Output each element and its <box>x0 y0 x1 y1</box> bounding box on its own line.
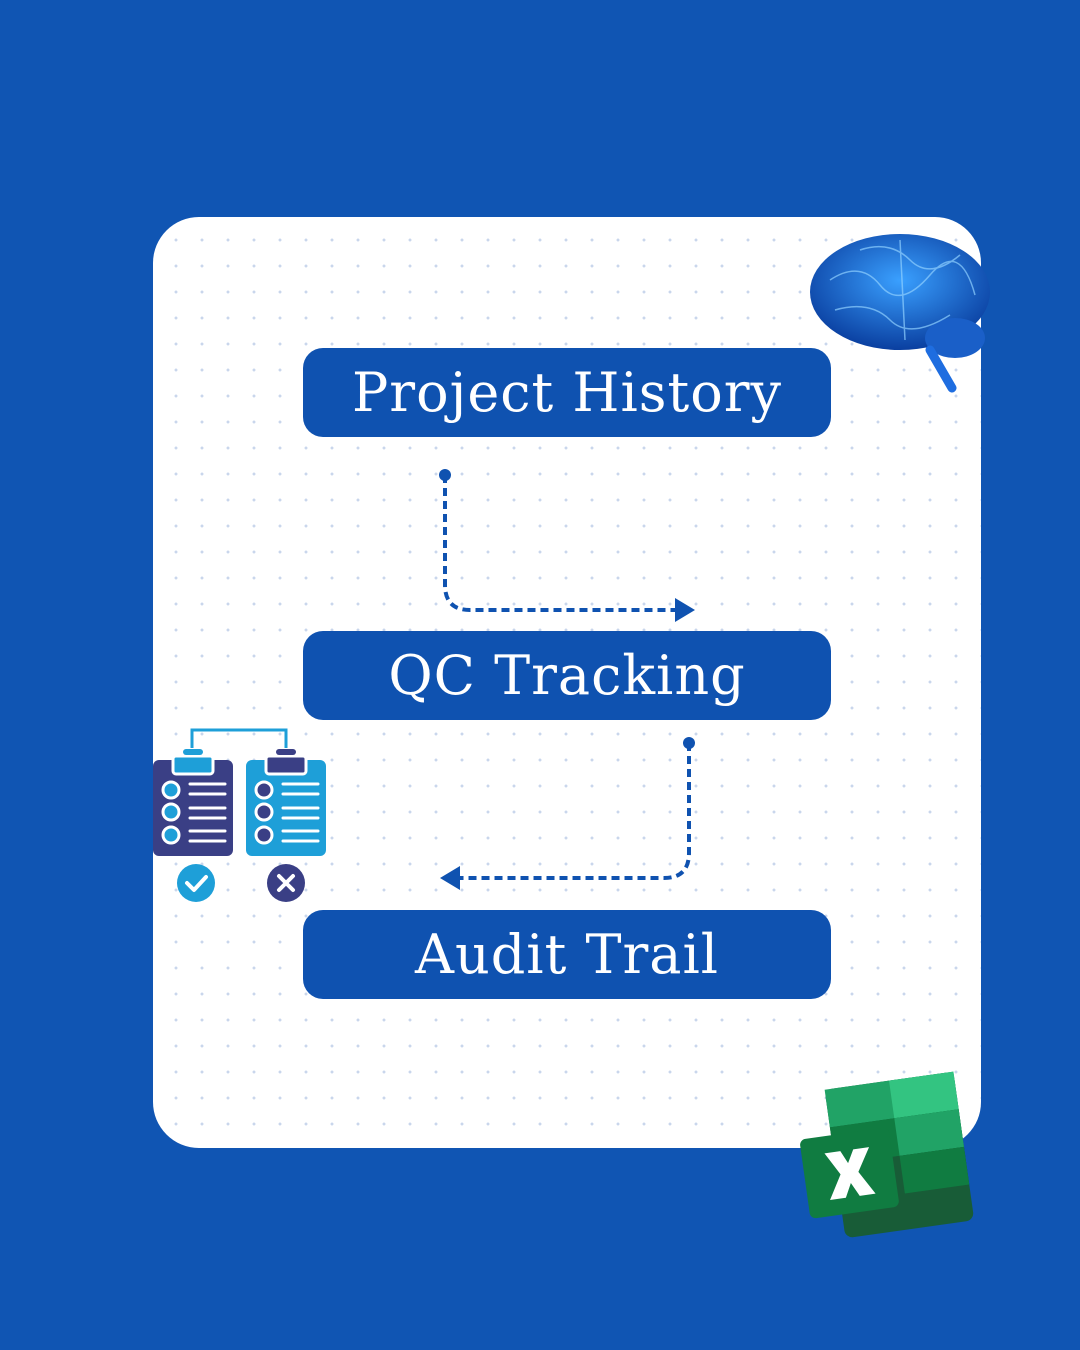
step-project-history: Project History <box>303 348 831 437</box>
arrow-connector-1 <box>443 475 680 612</box>
arrowhead-icon <box>440 866 460 890</box>
excel-logo-icon <box>800 1071 974 1238</box>
arrow-connector-2 <box>455 743 691 880</box>
step-label: QC Tracking <box>388 644 746 707</box>
arrow-start-dot <box>683 737 695 749</box>
step-audit-trail: Audit Trail <box>303 910 831 999</box>
checkmark-icon <box>177 864 215 902</box>
arrow-start-dot <box>439 469 451 481</box>
brain-icon <box>810 234 990 393</box>
clipboard-checklist-icon <box>153 728 326 856</box>
arrowhead-icon <box>675 598 695 622</box>
step-label: Project History <box>351 361 783 424</box>
x-mark-icon <box>267 864 305 902</box>
step-label: Audit Trail <box>414 923 720 986</box>
step-qc-tracking: QC Tracking <box>303 631 831 720</box>
